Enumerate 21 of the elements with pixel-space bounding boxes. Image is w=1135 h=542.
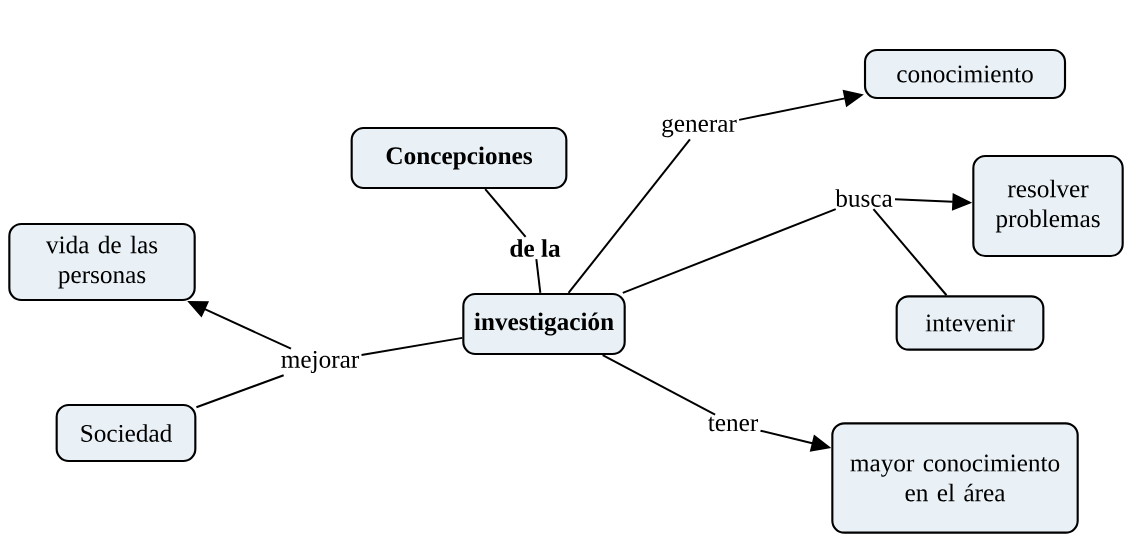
concept-box: Sociedad [55,403,197,463]
concept-box: intevenir [895,295,1045,351]
connector-line [567,138,691,294]
concept-box: Concepciones [350,126,568,190]
concept-box: investigación [462,292,626,356]
concept-box: conocimiento [863,48,1067,100]
linking-phrase: busca [833,187,895,209]
linking-phrase: mejorar [278,348,362,376]
concept-box: resolver problemas [972,154,1124,258]
connector-line [195,374,285,409]
connector-line [872,208,948,297]
connector-line [601,354,717,416]
concept-box: mayor conocimiento en el área [831,422,1079,534]
connector-line [621,208,837,294]
linking-phrase: generar [659,116,739,140]
linking-phrase: tener [705,414,761,434]
connector-line [484,188,527,238]
connector-line [535,258,542,294]
connector-line [360,336,464,356]
linking-phrase: de la [507,237,563,259]
concept-box: vida de las personas [8,222,196,302]
